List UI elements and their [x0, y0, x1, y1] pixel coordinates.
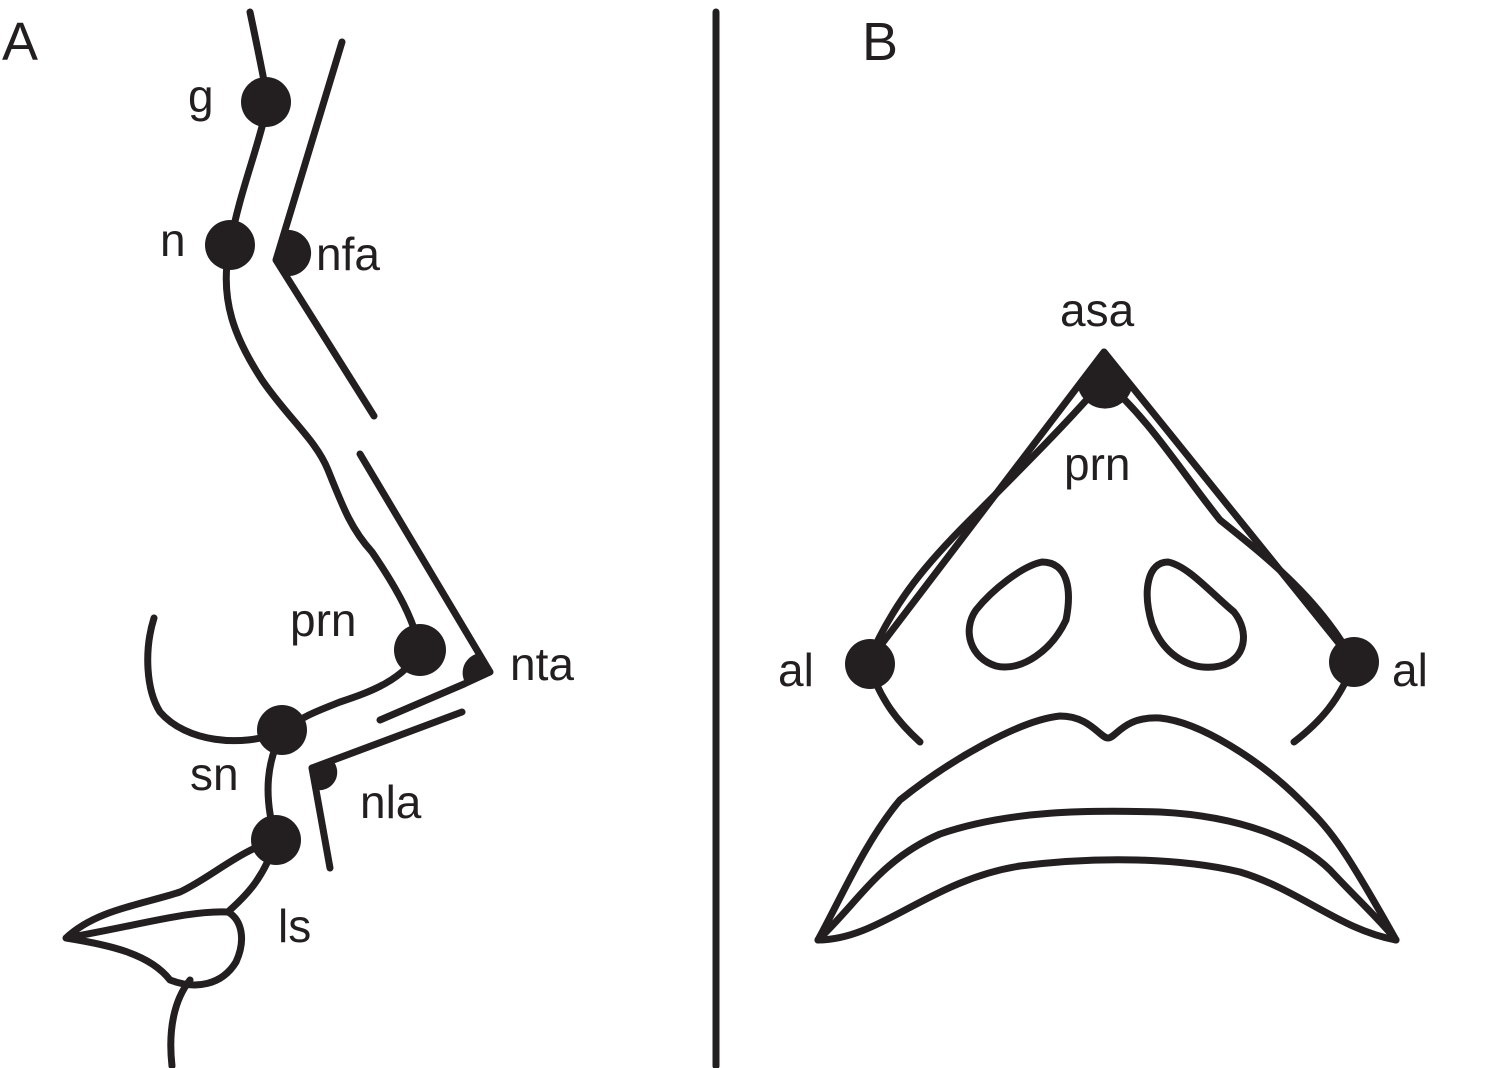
left-nostril [965, 558, 1072, 671]
landmark-al-left-dot [845, 639, 895, 689]
landmark-nfa-marker [276, 229, 312, 276]
landmark-sn-dot [257, 705, 307, 755]
profile-view: g n nfa prn nta sn nla ls [62, 8, 574, 1068]
basal-view: asa prn al al [778, 284, 1428, 944]
landmark-prn-dot [394, 624, 446, 676]
chin-contour [167, 976, 194, 1068]
panel-b-label: B [862, 12, 898, 72]
landmark-n-dot [205, 220, 255, 270]
upper-lip-outer [814, 712, 1400, 944]
label-prn-base: prn [1064, 438, 1130, 490]
right-nostril [1143, 558, 1247, 671]
profile-contour [144, 8, 424, 745]
label-al-right: al [1392, 644, 1428, 696]
landmark-nla-marker [312, 762, 338, 791]
upper-lip-outline [62, 836, 280, 989]
label-nfa: nfa [316, 228, 380, 280]
landmark-nta-marker [462, 654, 490, 684]
label-nta: nta [510, 638, 574, 690]
panel-a-label: A [2, 12, 38, 72]
landmark-ls-dot [251, 815, 301, 865]
left-alar-contour [864, 376, 1108, 746]
label-nla: nla [360, 776, 422, 828]
label-ls: ls [278, 900, 311, 952]
columella-tangent-line [376, 680, 468, 724]
landmark-g-dot [241, 77, 291, 127]
label-sn: sn [190, 748, 239, 800]
label-al-left: al [778, 644, 814, 696]
landmark-al-right-dot [1329, 637, 1379, 687]
nasolabial-line-upper [308, 708, 466, 772]
label-prn-profile: prn [290, 594, 356, 646]
lower-lip-lower-edge [814, 856, 1400, 944]
label-asa: asa [1060, 284, 1135, 336]
landmark-asa-prn-marker [1078, 350, 1132, 409]
lower-lip-upper-edge [814, 807, 1400, 944]
right-alar-contour [1100, 376, 1358, 746]
label-n: n [160, 214, 186, 266]
label-g: g [188, 70, 214, 122]
